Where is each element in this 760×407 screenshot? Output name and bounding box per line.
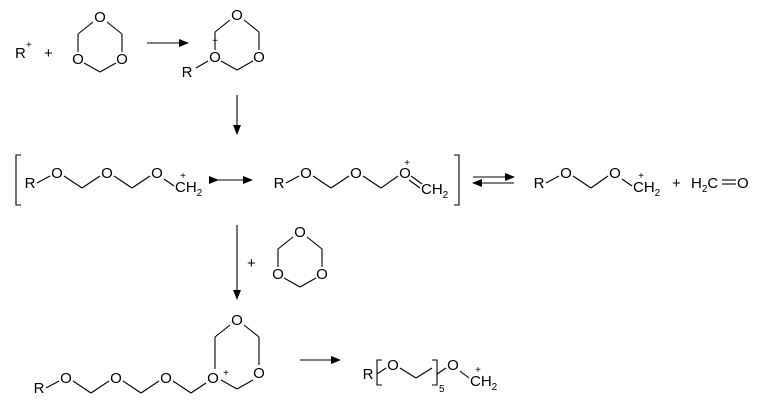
chain-oxygen: O: [101, 165, 113, 182]
chain-oxygen: O: [300, 165, 312, 182]
oxonium-oxygen: O: [207, 370, 219, 387]
ring-oxygen: O: [253, 365, 265, 382]
methylene-cation: CH2: [470, 373, 498, 393]
ring-oxygen: O: [316, 266, 328, 283]
r-atom: R: [34, 380, 45, 397]
repeat-bracket-left: [376, 359, 382, 386]
carbocation-form: R O O O CH2 +: [25, 165, 203, 199]
equilibrium-arrows: [472, 173, 515, 187]
resonance-bracket-right: [454, 154, 460, 206]
ring-oxygen: O: [116, 51, 128, 68]
chain-oxygen: O: [51, 165, 63, 182]
oxonium-charge: +: [212, 36, 218, 47]
chain-oxygen: O: [60, 370, 72, 387]
ring-oxygen: O: [72, 51, 84, 68]
repeat-count: 5: [439, 384, 445, 395]
chain-oxygen: O: [447, 357, 459, 374]
resonance-bracket-left: [15, 154, 21, 206]
plus-sign: +: [247, 255, 256, 272]
oxonium-ring: O O + O R: [182, 7, 265, 81]
r-atom: R: [274, 175, 285, 192]
chain-oxygen: O: [350, 165, 362, 182]
shorter-cation: R O O CH2 +: [534, 165, 661, 199]
r-atom: R: [15, 45, 26, 62]
ring-oxygen: O: [294, 224, 306, 241]
r-atom: R: [182, 64, 193, 81]
chain-oxonium: R O O O O + O O: [34, 312, 265, 397]
carbocation-charge: +: [638, 171, 644, 182]
trioxane-reactant: O O O: [72, 9, 128, 73]
methylene-cation: CH2: [633, 179, 661, 199]
ring-oxygen: O: [231, 7, 243, 24]
r-atom: R: [363, 366, 374, 383]
chain-oxygen: O: [110, 370, 122, 387]
r-atom: R: [25, 175, 36, 192]
reactant-cation: R +: [15, 40, 32, 62]
chain-oxygen: O: [151, 165, 163, 182]
plus-sign: +: [672, 175, 681, 192]
oxocarbenium-oxygen: O: [399, 165, 411, 182]
carbocation-charge: +: [475, 365, 481, 376]
carbocation-charge: +: [180, 171, 186, 182]
methylene-group: CH2: [421, 181, 449, 201]
ring-oxygen: O: [272, 266, 284, 283]
repeat-bracket-right: [432, 359, 438, 386]
chain-oxygen: O: [160, 370, 172, 387]
oxocarbenium-charge: +: [404, 158, 410, 169]
ring-oxygen: O: [253, 49, 265, 66]
r-atom: R: [534, 175, 545, 192]
formaldehyde-oxygen: O: [737, 175, 749, 192]
chain-oxygen: O: [560, 165, 572, 182]
r-charge: +: [26, 40, 32, 51]
chain-oxygen: O: [609, 165, 621, 182]
formaldehyde-h2c: H2C: [691, 175, 718, 195]
polymer-product: R O 5 O CH2 +: [363, 357, 498, 395]
oxocarbenium-form: R O O O + CH2: [274, 158, 449, 201]
plus-sign: +: [44, 45, 53, 62]
formaldehyde: H2C O: [691, 175, 749, 195]
repeat-oxygen: O: [387, 357, 399, 374]
oxonium-oxygen: O: [209, 49, 221, 66]
oxonium-charge: +: [223, 368, 229, 379]
trioxane-reagent: O O O: [272, 224, 328, 288]
methylene-cation: CH2: [175, 179, 203, 199]
ring-oxygen: O: [231, 312, 243, 329]
ring-oxygen: O: [94, 9, 106, 26]
